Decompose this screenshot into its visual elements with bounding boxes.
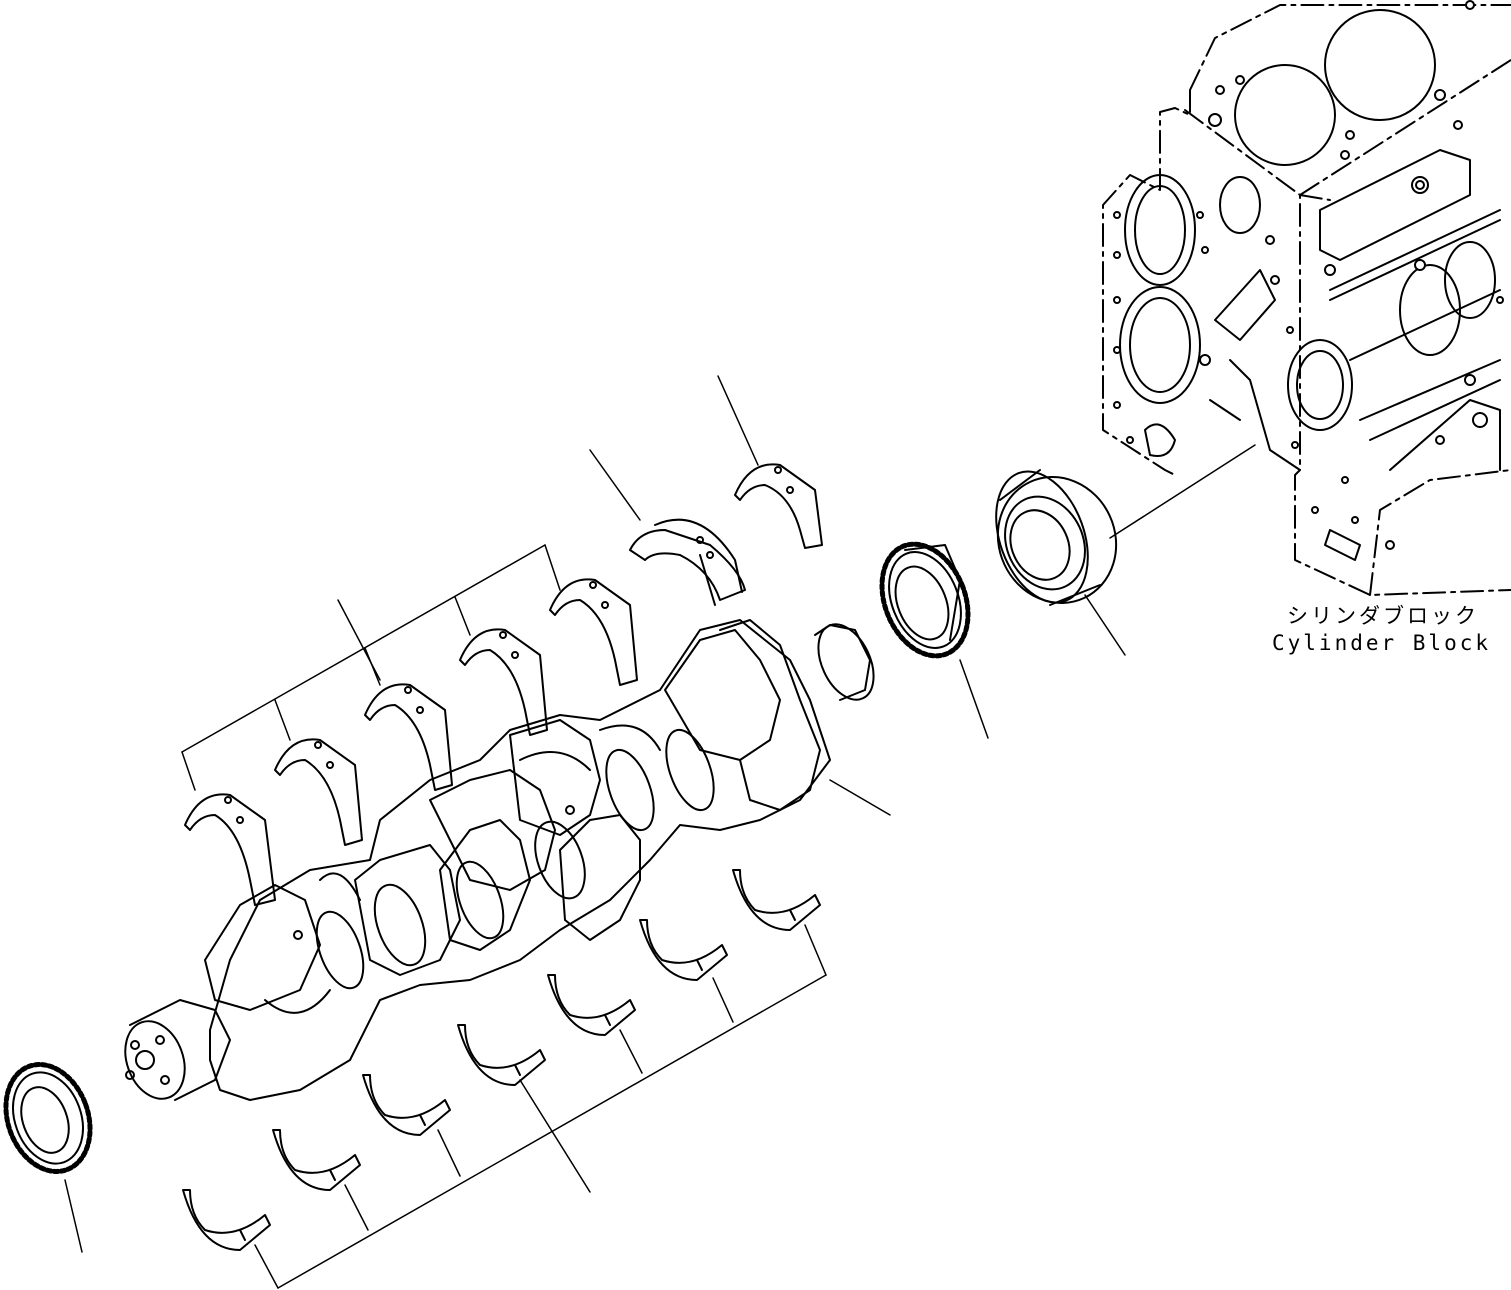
- block-bore-center: [1287, 339, 1353, 431]
- oil-seal-leader: [1109, 444, 1256, 539]
- crankshaft-callout: [829, 779, 891, 816]
- lower-bearing-1: [182, 1189, 271, 1251]
- cylinder-bore-2: [1324, 9, 1436, 121]
- lower-main-bearings: [182, 869, 821, 1251]
- rear-gear-callout: [959, 659, 989, 739]
- crankshaft: [124, 619, 875, 1101]
- lower-bearing-3: [362, 1074, 451, 1136]
- lower-bearing-7: [732, 869, 821, 931]
- lower-bearing-5: [547, 974, 636, 1036]
- upper-bearing-3: [364, 683, 453, 791]
- block-bore-upper: [1124, 174, 1196, 286]
- crank-gear-front: [3, 1062, 93, 1174]
- lower-bearing-bracket: [254, 924, 827, 1289]
- upper-bearing-4: [459, 628, 548, 736]
- lower-bearing-4: [457, 1024, 546, 1086]
- upper-bearing-bracket: [181, 375, 759, 791]
- oil-seal: [995, 469, 1118, 606]
- block-bore-lower: [1119, 286, 1201, 404]
- crankshaft-nose: [124, 1020, 186, 1100]
- cylinder-block-label-jp: シリンダブロック: [1287, 604, 1479, 628]
- lower-bearing-2: [272, 1129, 361, 1191]
- cylinder-block-label-en: Cylinder Block: [1272, 631, 1492, 655]
- cylinder-block: [1102, 0, 1511, 596]
- thrust-bearing: [629, 518, 746, 606]
- front-gear-callout: [64, 1179, 83, 1253]
- upper-bearing-1: [184, 793, 276, 906]
- oil-seal-callout: [1084, 594, 1126, 656]
- upper-bearing-6: [734, 463, 823, 549]
- upper-bearing-5: [549, 578, 638, 686]
- block-bore-mid: [1219, 176, 1261, 234]
- upper-main-bearings: [184, 463, 823, 906]
- lower-bearing-6: [639, 919, 728, 981]
- cylinder-bore-1: [1234, 64, 1336, 166]
- crank-gear-rear: [879, 541, 971, 659]
- upper-bearing-2: [274, 738, 363, 846]
